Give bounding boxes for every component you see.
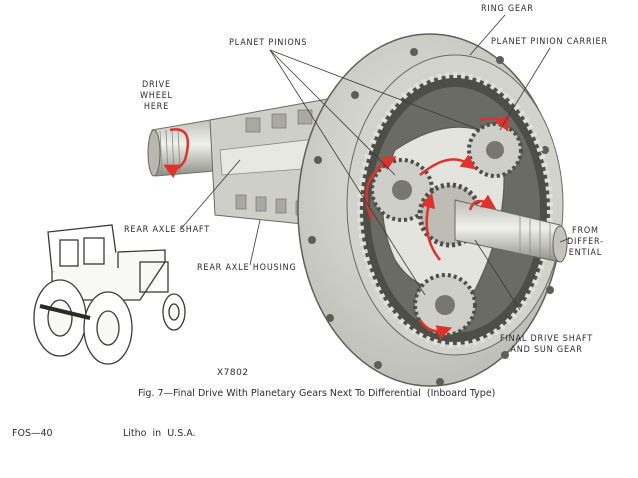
label-final-drive-shaft: FINAL DRIVE SHAFT AND SUN GEAR	[500, 334, 594, 355]
label-rear-axle-shaft: REAR AXLE SHAFT	[124, 225, 210, 235]
planet-pinions	[370, 122, 523, 337]
leader-lines	[179, 14, 571, 311]
label-rear-axle-housing: REAR AXLE HOUSING	[197, 263, 297, 273]
figure-number: X7802	[217, 368, 249, 378]
tractor-inset	[33, 224, 186, 365]
figure-caption: Fig. 7—Final Drive With Planetary Gears …	[138, 388, 496, 399]
footer-litho: Litho in U.S.A.	[123, 428, 196, 439]
label-from-differential: FROM DIFFER- ENTIAL	[567, 226, 604, 258]
label-ring-gear: RING GEAR	[481, 4, 534, 14]
final-drive-shaft	[454, 199, 568, 263]
label-drive-wheel-here: DRIVE WHEEL HERE	[140, 80, 173, 112]
label-planet-pinion-carrier: PLANET PINION CARRIER	[491, 37, 608, 47]
footer-code: FOS—40	[12, 428, 53, 439]
label-planet-pinions: PLANET PINIONS	[229, 38, 308, 48]
